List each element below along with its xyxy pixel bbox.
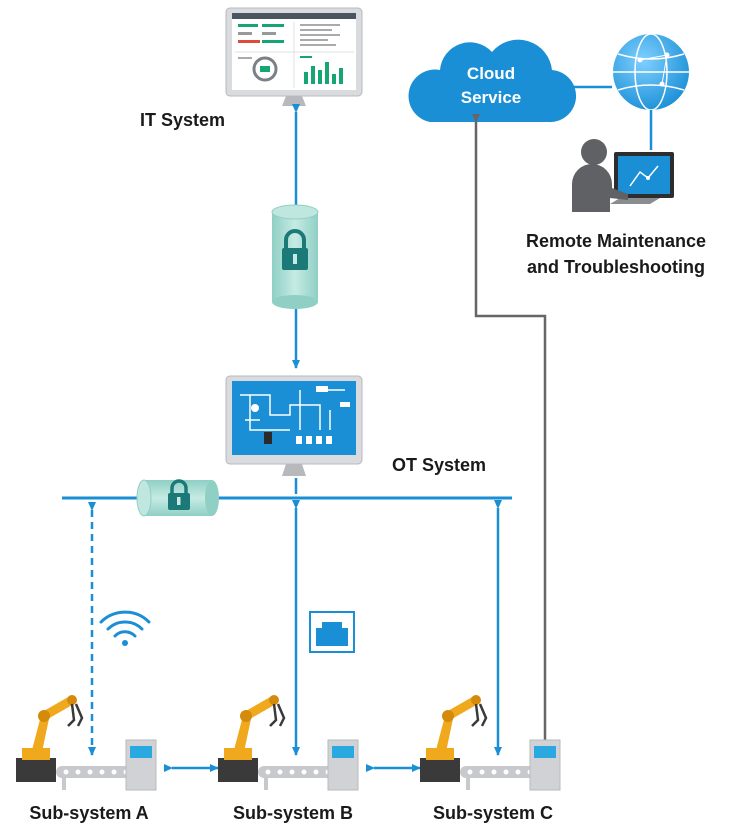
ot-system-label: OT System bbox=[392, 455, 487, 475]
subsystem-a-label: Sub-system A bbox=[29, 803, 149, 823]
robot-arm-icon bbox=[218, 695, 286, 782]
conveyor-icon bbox=[56, 739, 157, 791]
subsystem-a bbox=[16, 695, 157, 791]
subsystem-b bbox=[218, 695, 359, 791]
remote-maintenance-label: Remote Maintenance and Troubleshooting bbox=[506, 228, 726, 280]
cloud-subsystem-c-link bbox=[472, 114, 549, 766]
conveyor-icon bbox=[258, 739, 359, 791]
ethernet-port-icon bbox=[309, 611, 355, 653]
subsystem-b-label: Sub-system B bbox=[232, 803, 354, 823]
it-monitor-icon bbox=[225, 7, 363, 106]
wifi-icon bbox=[99, 610, 151, 646]
cloud-label-line2: Service bbox=[460, 88, 522, 107]
cloud-label-line1: Cloud bbox=[466, 64, 516, 83]
remote-label-line2: and Troubleshooting bbox=[527, 257, 705, 277]
technician-icon bbox=[572, 139, 674, 212]
cloud-service-label: Cloud Service bbox=[446, 62, 536, 110]
conveyor-icon bbox=[460, 739, 561, 791]
lock-icon bbox=[136, 479, 219, 517]
subsystem-c-label: Sub-system C bbox=[432, 803, 554, 823]
cloud-icon bbox=[408, 39, 577, 123]
lock-icon bbox=[271, 204, 319, 309]
ot-monitor-icon bbox=[225, 375, 363, 476]
globe-icon bbox=[613, 33, 689, 111]
remote-label-line1: Remote Maintenance bbox=[525, 231, 707, 251]
robot-arm-icon bbox=[420, 695, 488, 782]
robot-arm-icon bbox=[16, 695, 84, 782]
it-system-label: IT System bbox=[140, 110, 226, 130]
subsystem-c bbox=[420, 695, 561, 791]
